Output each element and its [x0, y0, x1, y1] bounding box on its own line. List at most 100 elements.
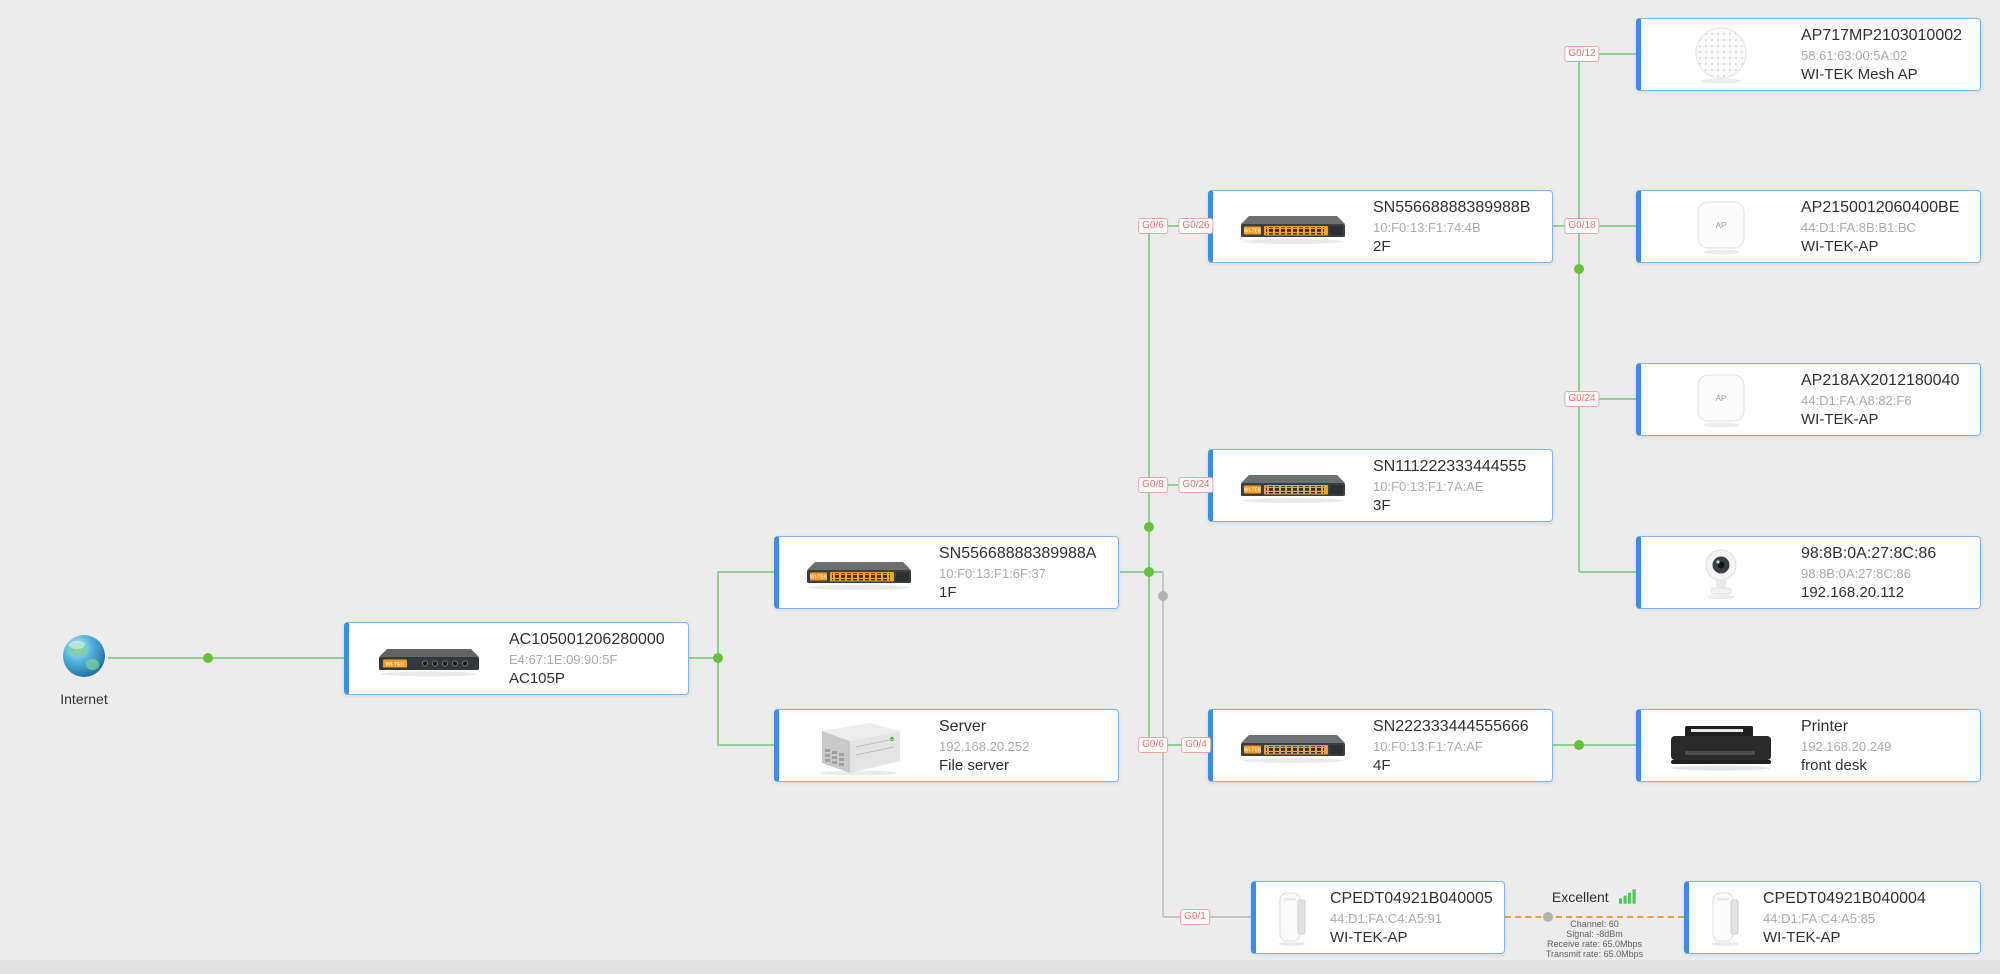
node-name: front desk	[1801, 756, 1867, 774]
node-name: 2F	[1373, 237, 1391, 255]
cpe-icon	[1268, 888, 1318, 948]
internet-node[interactable]: Internet	[58, 632, 110, 707]
node-mac: 10:F0:13:F1:7A:AF	[1373, 738, 1483, 754]
node-name: 1F	[939, 583, 957, 601]
switch-icon	[1233, 724, 1353, 768]
node-name: 3F	[1373, 496, 1391, 514]
node-mac: 44:D1:FA:C4:A5:85	[1763, 910, 1876, 926]
link-dot	[1574, 740, 1584, 750]
port-badge-sw3f-dst: G0/24	[1178, 477, 1214, 493]
port-badge-mesh: G0/12	[1564, 46, 1600, 62]
node-card-mesh-ap[interactable]: AP717MP2103010002 58:61:63:00:5A:02 WI-T…	[1636, 18, 1981, 91]
wireless-transmit-rate: Transmit rate: 65.0Mbps	[1545, 949, 1644, 959]
internet-globe-icon	[60, 632, 108, 680]
node-mac: 98:8B:0A:27:8C:86	[1801, 565, 1911, 581]
node-card-cpe-004[interactable]: CPEDT04921B040004 44:D1:FA:C4:A5:85 WI-T…	[1684, 881, 1981, 954]
node-title: Server	[939, 717, 987, 735]
node-name: AC105P	[509, 669, 565, 687]
ap-icon	[1691, 197, 1751, 257]
link-dot-gray	[1543, 912, 1553, 922]
node-title: AP218AX2012180040	[1801, 371, 1960, 389]
link-dot	[1574, 264, 1584, 274]
link-junction-sw1f	[718, 571, 774, 573]
link-dot	[203, 653, 213, 663]
link-trunk-camera	[1579, 571, 1636, 573]
wireless-receive-rate: Receive rate: 65.0Mbps	[1546, 939, 1643, 949]
port-badge-sw3f-src: G0/8	[1138, 477, 1168, 493]
wireless-signal: Signal: -8dBm	[1566, 929, 1623, 939]
horizontal-scrollbar[interactable]	[0, 960, 2000, 974]
camera-icon	[1691, 543, 1751, 603]
node-mac: 44:D1:FA:C4:A5:91	[1330, 910, 1443, 926]
link-dot-gray	[1158, 591, 1168, 601]
node-card-switch-1f[interactable]: SN55668888389988A 10:F0:13:F1:6F:37 1F	[774, 536, 1119, 609]
port-badge-ap2150: G0/18	[1564, 218, 1600, 234]
node-title: 98:8B:0A:27:8C:86	[1801, 544, 1937, 562]
node-name: File server	[939, 756, 1010, 774]
node-title: SN55668888389988A	[939, 544, 1097, 562]
switch-icon	[1233, 205, 1353, 249]
switch-icon	[1233, 464, 1353, 508]
node-title: Printer	[1801, 717, 1849, 735]
node-card-switch-2f[interactable]: SN55668888389988B 10:F0:13:F1:74:4B 2F	[1208, 190, 1553, 263]
link-ac-junction	[689, 657, 718, 659]
node-name: WI-TEK-AP	[1801, 410, 1879, 428]
node-card-camera[interactable]: 98:8B:0A:27:8C:86 98:8B:0A:27:8C:86 192.…	[1636, 536, 1981, 609]
node-name: WI-TEK-AP	[1801, 237, 1879, 255]
port-badge-sw4f-dst: G0/4	[1181, 737, 1211, 753]
wireless-quality: Excellent	[1551, 888, 1609, 905]
node-mac: 10:F0:13:F1:6F:37	[939, 565, 1046, 581]
node-card-cpe-005[interactable]: CPEDT04921B040005 44:D1:FA:C4:A5:91 WI-T…	[1251, 881, 1505, 954]
node-title: CPEDT04921B040004	[1763, 889, 1926, 907]
link-trunk-sw4f	[1149, 744, 1208, 746]
link-right-trunk-vertical	[1578, 53, 1580, 572]
node-title: SN222333444555666	[1373, 717, 1529, 735]
node-mac: 44:D1:FA:8B:B1:BC	[1801, 219, 1916, 235]
wireless-channel: Channel: 60	[1570, 919, 1619, 929]
node-card-server[interactable]: Server 192.168.20.252 File server	[774, 709, 1119, 782]
node-title: AP717MP2103010002	[1801, 26, 1963, 44]
server-icon	[804, 715, 914, 777]
node-card-ap2150[interactable]: AP2150012060400BE 44:D1:FA:8B:B1:BC WI-T…	[1636, 190, 1981, 263]
port-badge-sw4f-src: G0/6	[1138, 737, 1168, 753]
printer-icon	[1661, 718, 1781, 774]
node-card-ap218[interactable]: AP218AX2012180040 44:D1:FA:A8:82:F6 WI-T…	[1636, 363, 1981, 436]
node-mac: 44:D1:FA:A8:82:F6	[1801, 392, 1912, 408]
link-trunk-ap218	[1579, 398, 1636, 400]
port-badge-ap218: G0/24	[1564, 391, 1600, 407]
switch-icon	[799, 551, 919, 595]
link-trunk-meshap	[1579, 53, 1636, 55]
link-sw4f-printer	[1553, 744, 1636, 746]
node-card-printer[interactable]: Printer 192.168.20.249 front desk	[1636, 709, 1981, 782]
node-mac: 10:F0:13:F1:74:4B	[1373, 219, 1481, 235]
link-internet-ac	[108, 657, 344, 659]
port-badge-sw2f-dst: G0/26	[1178, 218, 1214, 234]
node-mac: 10:F0:13:F1:7A:AE	[1373, 478, 1484, 494]
signal-bars-icon	[1619, 889, 1637, 904]
node-card-ac[interactable]: AC105001206280000 E4:67:1E:09:90:5F AC10…	[344, 622, 689, 695]
port-badge-cpe: G0/1	[1180, 909, 1210, 925]
cpe-icon	[1701, 888, 1751, 948]
node-ip: 192.168.20.252	[939, 738, 1030, 754]
node-name: WI-TEK-AP	[1330, 928, 1408, 946]
node-mac: 58:61:63:00:5A:02	[1801, 47, 1908, 63]
node-title: CPEDT04921B040005	[1330, 889, 1493, 907]
port-badge-sw2f-src: G0/6	[1138, 218, 1168, 234]
node-ip: 192.168.20.249	[1801, 738, 1892, 754]
node-title: AC105001206280000	[509, 630, 665, 648]
node-mac: E4:67:1E:09:90:5F	[509, 651, 618, 667]
wireless-link-dashed	[1505, 916, 1684, 918]
node-name: WI-TEK Mesh AP	[1801, 65, 1918, 83]
wireless-link-info: Excellent Channel: 60 Signal: -8dBm Rece…	[1505, 888, 1684, 959]
node-card-switch-4f[interactable]: SN222333444555666 10:F0:13:F1:7A:AF 4F	[1208, 709, 1553, 782]
node-title: SN55668888389988B	[1373, 198, 1531, 216]
link-dot	[1144, 567, 1154, 577]
node-card-switch-3f[interactable]: SN111222333444555 10:F0:13:F1:7A:AE 3F	[1208, 449, 1553, 522]
node-title: SN111222333444555	[1373, 457, 1527, 475]
node-name: WI-TEK-AP	[1763, 928, 1841, 946]
internet-label: Internet	[60, 691, 108, 707]
link-dot	[1144, 522, 1154, 532]
node-name: 4F	[1373, 756, 1391, 774]
link-sw1f-trunk	[1120, 571, 1164, 573]
